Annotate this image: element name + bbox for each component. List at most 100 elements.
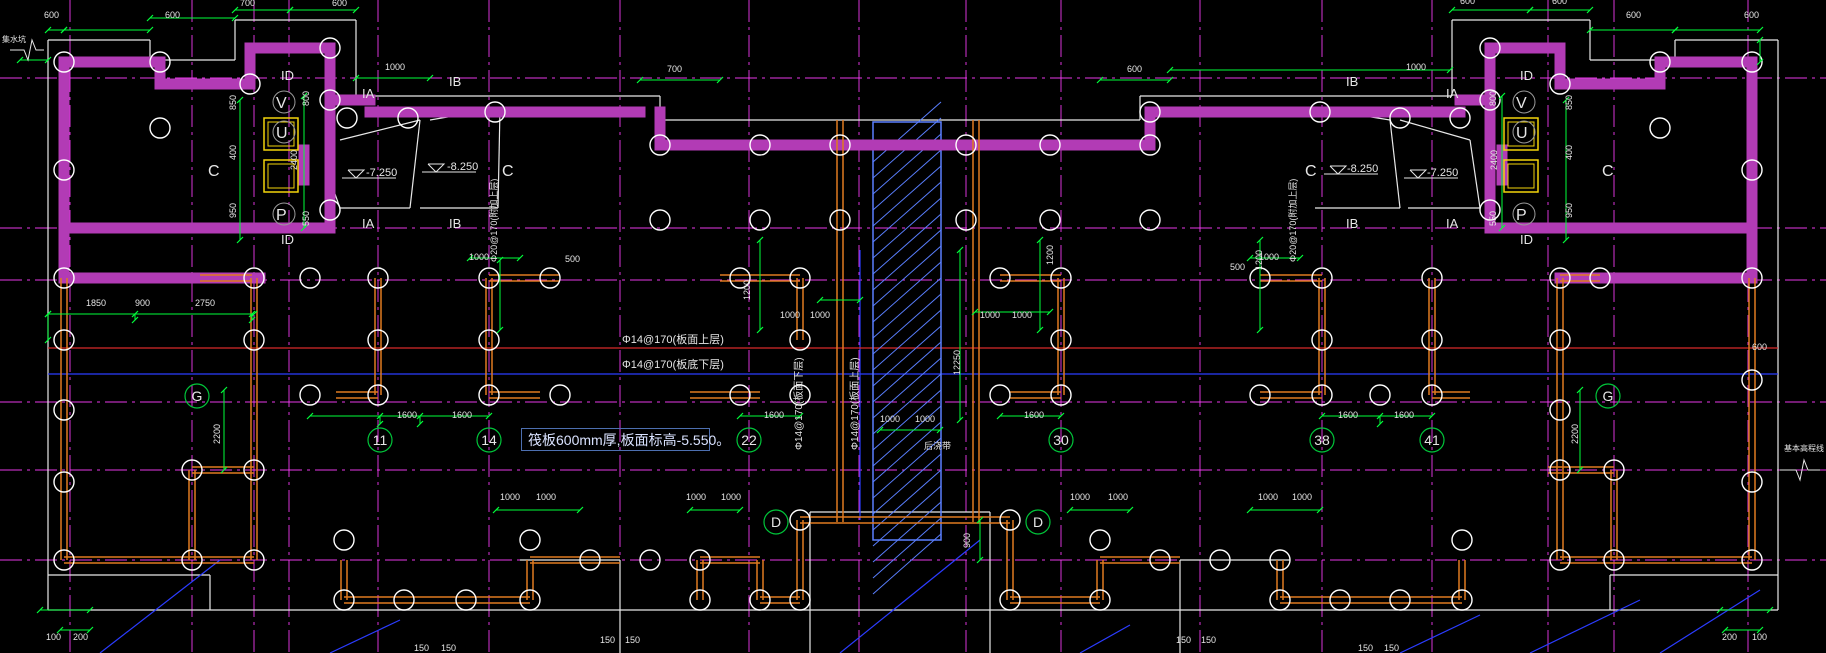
dim-tick-16-1 (44, 336, 52, 344)
hatch-line-11 (872, 277, 942, 339)
pile-96 (999, 509, 1021, 531)
dim-550-right: 550 (1488, 211, 1498, 226)
pile-84 (333, 589, 355, 611)
blue-4 (1079, 624, 1131, 653)
outline-41 (1399, 119, 1471, 141)
dim-top-8: 600 (1460, 0, 1475, 6)
dim-tick-33-1 (936, 426, 944, 434)
dim-top-13: 600 (1752, 342, 1767, 352)
blue-lines (48, 250, 1778, 653)
dim-tick-21-1 (416, 420, 424, 428)
dim-tick-24-1 (1428, 412, 1436, 420)
pile-90 (639, 549, 661, 571)
dim-tick-46-0 (36, 606, 44, 614)
hatch-line-12 (872, 293, 942, 355)
pile-71 (1741, 159, 1763, 181)
sump-box-1 (263, 159, 299, 193)
dim-tick-8-1 (1166, 76, 1174, 84)
edge-label-left: 集水坑 (2, 34, 26, 44)
edge-break-right (1780, 458, 1820, 482)
dim-1600-a: 1600 (397, 410, 417, 420)
pile-63 (1589, 267, 1611, 289)
grid-g-left: G (192, 388, 203, 404)
pile-35 (649, 134, 671, 156)
dim-150-f: 150 (1201, 635, 1216, 645)
section-ring-4 (1512, 120, 1536, 144)
dim-tick-13-0 (1671, 26, 1679, 34)
pile-46 (1139, 209, 1161, 231)
section-ring-0 (272, 90, 296, 114)
pile-38 (749, 209, 771, 231)
dim-150-g: 150 (1358, 643, 1373, 653)
dim-tick-50-0 (976, 516, 984, 524)
pile-64 (1549, 459, 1571, 481)
dim-tick-29-1 (516, 254, 524, 262)
dim-tick-13-1 (1756, 26, 1764, 34)
dim-800-left: 800 (301, 91, 311, 106)
pile-37 (749, 134, 771, 156)
dim-1600-e: 1600 (1338, 410, 1358, 420)
level-right-2: -7.250 (1427, 167, 1458, 179)
section-v-right: V (1516, 95, 1527, 112)
hatch-line-17 (872, 373, 942, 435)
dim-tick-27-0 (1576, 386, 1584, 394)
dim-500-b: 500 (1230, 262, 1245, 272)
pile-19 (243, 267, 265, 289)
dim-tick-42-0 (756, 236, 764, 244)
hatch-line-9 (872, 245, 942, 307)
pile-70 (1741, 267, 1763, 289)
hatch-line-22 (872, 453, 942, 515)
pile-107 (1451, 529, 1473, 551)
sump-box-inner-0 (267, 121, 295, 147)
pile-85 (393, 589, 415, 611)
hatch-line-23 (872, 469, 942, 531)
pile-88 (519, 529, 541, 551)
pile-86 (455, 589, 477, 611)
pile-39 (829, 134, 851, 156)
section-ia-tl: IA (362, 86, 375, 101)
dim-tick-30-1 (1296, 254, 1304, 262)
blue-7 (1659, 589, 1761, 653)
dim-top-6: 700 (667, 64, 682, 74)
dim-tick-28-1 (956, 416, 964, 424)
dim-550-left: 550 (301, 211, 311, 226)
dim-tick-15-1 (250, 310, 258, 318)
sump-box-inner-3 (1507, 163, 1535, 189)
dim-tick-24-0 (1318, 412, 1326, 420)
pile-93 (749, 589, 771, 611)
hatch-line-27 (872, 533, 942, 595)
section-ib-bl: IB (449, 216, 461, 231)
dim-800-right: 800 (1488, 91, 1498, 106)
pile-94 (789, 589, 811, 611)
dim-2750: 2750 (195, 298, 215, 308)
pile-40 (829, 209, 851, 231)
sump-box-2 (1503, 117, 1539, 151)
pile-58 (1421, 329, 1443, 351)
pile-103 (1269, 589, 1291, 611)
grid-g-right: G (1603, 388, 1614, 404)
rebar-vert-label-2: Φ14@170(板面上层) (848, 357, 861, 450)
hatch-line-26 (872, 517, 942, 579)
dim-tick-46-1 (86, 606, 94, 614)
pile-68 (1741, 471, 1763, 493)
pile-13 (53, 549, 75, 571)
dim-tick-26-1 (220, 466, 228, 474)
pile-77 (1479, 89, 1501, 111)
section-ib-tr: IB (1346, 74, 1358, 89)
dim-tick-37-1 (1316, 506, 1324, 514)
pile-label-22: 22 (741, 432, 757, 448)
pile-67 (1603, 549, 1625, 571)
pile-49 (1050, 329, 1072, 351)
dim-400-right: 400 (1564, 145, 1574, 160)
section-ib-tl: IB (449, 74, 461, 89)
dimension-lines (16, 6, 1774, 634)
pile-106 (1451, 589, 1473, 611)
dim-tick-19-0 (306, 412, 314, 420)
section-c-right-1: C (1305, 163, 1317, 180)
dim-1600-b: 1600 (452, 410, 472, 420)
pile-17 (181, 549, 203, 571)
pile-label-30: 30 (1053, 432, 1069, 448)
dim-tick-16-0 (44, 310, 52, 318)
outline-31 (339, 119, 421, 141)
pile-42 (955, 209, 977, 231)
